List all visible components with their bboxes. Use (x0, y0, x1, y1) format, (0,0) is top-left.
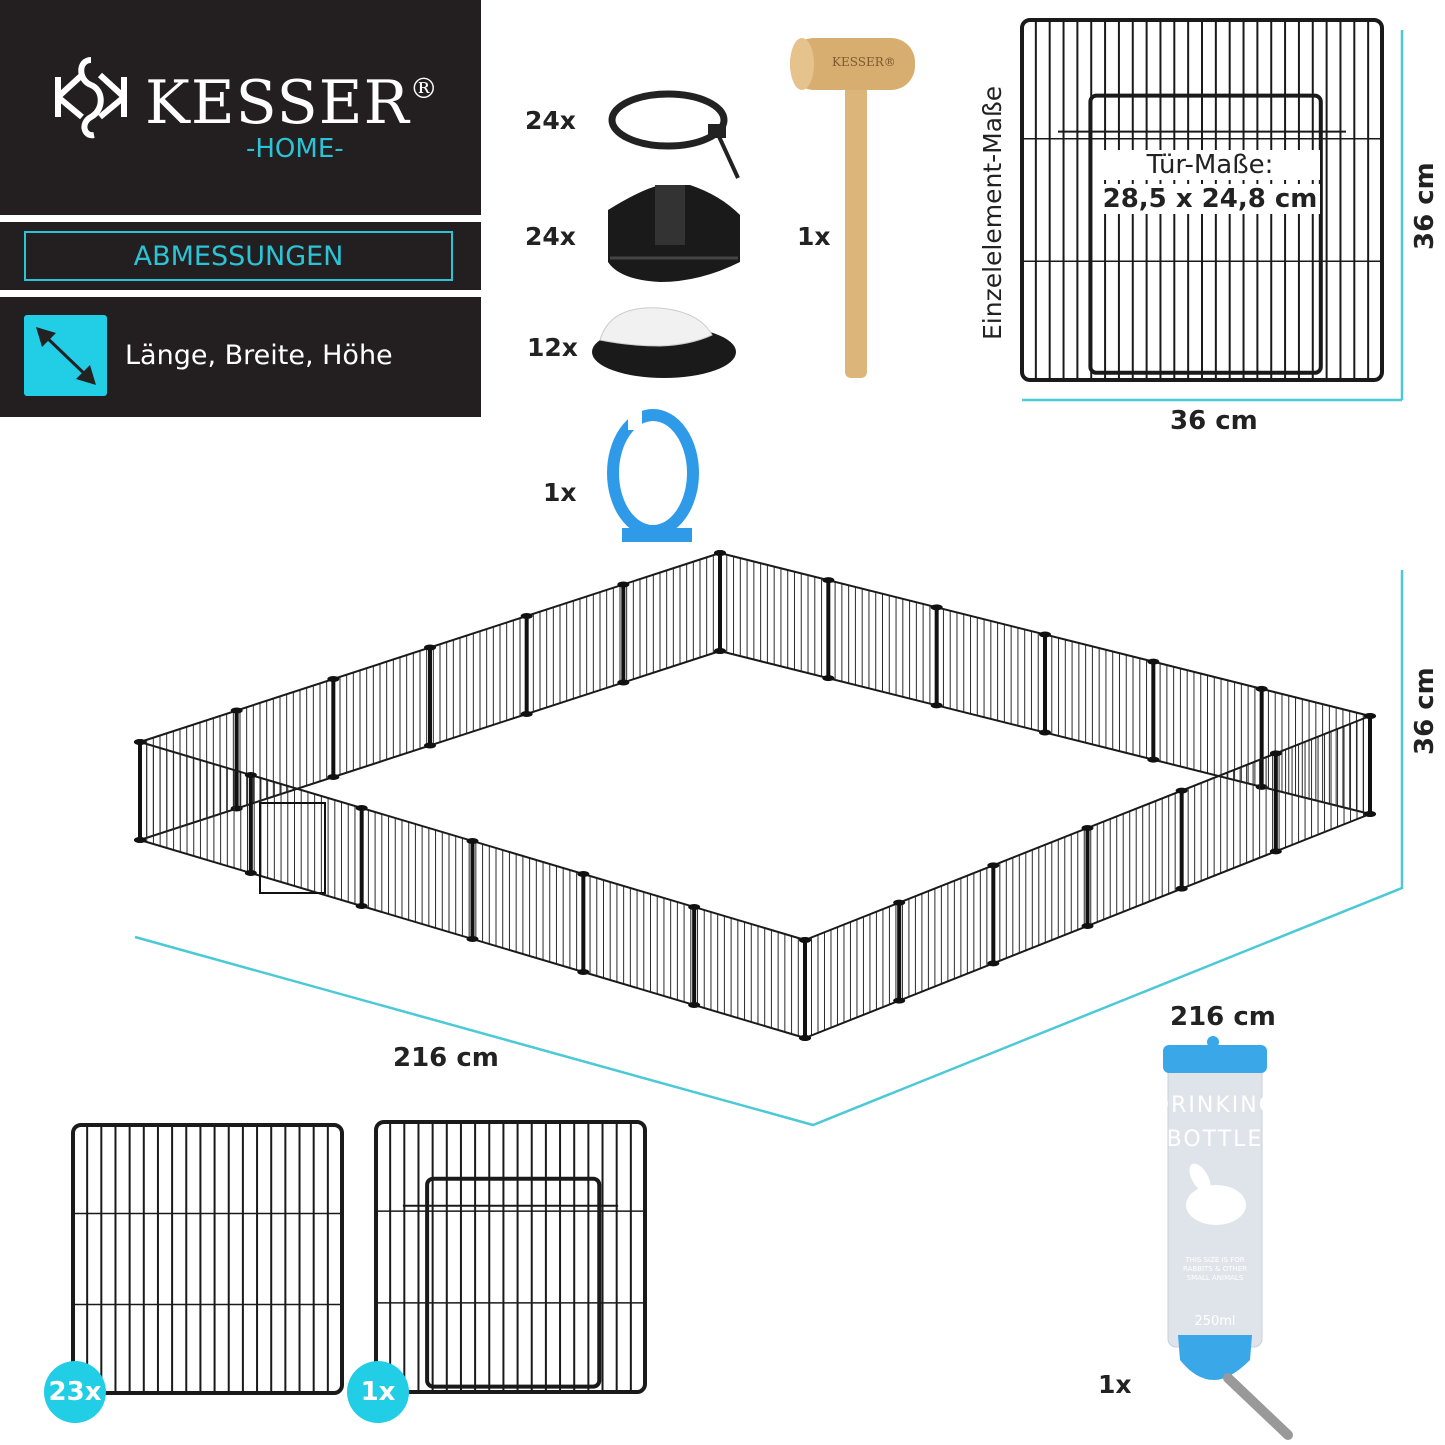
fence-foot (466, 936, 479, 942)
fence-connector (230, 707, 243, 714)
dimension-lines (134, 30, 1404, 1127)
cable-tie-icon (608, 90, 740, 179)
fence-foot (822, 675, 835, 682)
enclosure-length: 216 cm (393, 1043, 499, 1073)
fence-connector (1255, 685, 1268, 692)
fence-connector (1269, 750, 1282, 757)
fence-connector (577, 871, 590, 877)
fence-foot (1175, 885, 1188, 892)
panel-frame (374, 1120, 647, 1394)
fence-foot (688, 1002, 701, 1008)
svg-text:DRINKING: DRINKING (1152, 1093, 1278, 1118)
enclosure-drawing (134, 550, 1376, 1041)
connector-qty: 24x (525, 222, 576, 251)
fence-connector (520, 613, 533, 619)
door-frame (1088, 93, 1323, 375)
svg-text:KESSER®: KESSER® (832, 55, 896, 69)
door-size: 28,5 x 24,8 cm (1100, 184, 1320, 214)
bottle-small-text: THIS SIZE IS FOR RABBITS & OTHER SMALL A… (1182, 1256, 1247, 1282)
fence-foot (617, 679, 630, 686)
fence-connector (134, 739, 146, 745)
fence-foot (1081, 923, 1094, 929)
fence-foot (355, 903, 368, 909)
fence-connector (617, 581, 630, 588)
section-panel: ABMESSUNGEN (0, 222, 481, 290)
cable-tie-qty: 24x (525, 106, 576, 135)
mallet-qty: 1x (797, 222, 831, 251)
svg-text:250ml: 250ml (1194, 1314, 1235, 1329)
fence-foot (577, 969, 590, 975)
enclosure-width: 216 cm (1170, 1002, 1276, 1032)
fence-foot (893, 997, 906, 1004)
enclosure-height: 36 cm (1410, 667, 1440, 755)
connector-clip-icon (608, 185, 740, 282)
fence-foot (1364, 811, 1376, 817)
single-panel-height: 36 cm (1410, 162, 1440, 250)
fence-connector (799, 937, 811, 943)
single-panel-width: 36 cm (1170, 406, 1258, 436)
legend-panel: Länge, Breite, Höhe (0, 297, 481, 417)
fence-foot (1147, 756, 1160, 763)
fence-connector (688, 904, 701, 910)
adhesive-pad-icon (592, 307, 736, 378)
fence-connector (1175, 787, 1188, 794)
fence-foot (1269, 848, 1282, 855)
fence-connector (1039, 631, 1051, 638)
fence-foot (1255, 783, 1268, 790)
single-panel-side-label: Einzelelement-Maße (978, 85, 1007, 340)
fence-foot (1039, 729, 1051, 736)
fence-foot (327, 774, 340, 780)
fence-foot (244, 870, 257, 876)
standard-panel-qty-badge: 23x (44, 1361, 106, 1423)
door-panel-qty-badge: 1x (347, 1361, 409, 1423)
brand-monogram-logo (55, 57, 127, 139)
fence-connector (355, 805, 368, 811)
fence-connector (822, 577, 835, 584)
wooden-mallet-icon: KESSER® (790, 38, 915, 378)
panel-frame (71, 1123, 344, 1395)
section-title: ABMESSUNGEN (24, 231, 453, 281)
bottle-holder-ring-icon (607, 408, 699, 542)
diagonal-double-arrow-icon (24, 315, 107, 396)
bottle-qty: 1x (1098, 1370, 1132, 1399)
fence-foot (520, 711, 533, 717)
fence-foot (930, 702, 943, 709)
door-frame (425, 1176, 602, 1389)
ring-qty: 1x (543, 478, 577, 507)
fence-connector (244, 772, 257, 778)
fence-connector (1147, 658, 1160, 665)
panel-drawings (71, 1120, 647, 1395)
fence-connector (1364, 713, 1376, 719)
enclosure-door (259, 802, 326, 894)
brand-name: KESSER® (145, 68, 439, 138)
brand-subtitle: -HOME- (246, 134, 344, 164)
fence-foot (714, 648, 726, 654)
fence-connector (714, 550, 726, 556)
fence-connector (327, 676, 340, 682)
fence-foot (424, 742, 436, 749)
fence-foot (799, 1035, 811, 1041)
fence-connector (466, 838, 479, 844)
fence-foot (987, 960, 1000, 967)
fence-foot (134, 837, 146, 843)
fence-connector (893, 899, 906, 906)
adhesive-pad-qty: 12x (527, 333, 578, 362)
svg-text:BOTTLE: BOTTLE (1167, 1127, 1264, 1152)
fence-connector (424, 644, 436, 651)
dimension-legend-label: Länge, Breite, Höhe (125, 340, 393, 371)
drinking-bottle-icon: DRINKING BOTTLE 250ml (1152, 1036, 1293, 1440)
fence-connector (987, 862, 1000, 869)
fence-connector (930, 604, 943, 611)
brand-panel: KESSER® -HOME- (0, 0, 481, 215)
door-title: Tür-Maße: (1100, 150, 1320, 180)
fence-connector (1081, 825, 1094, 831)
